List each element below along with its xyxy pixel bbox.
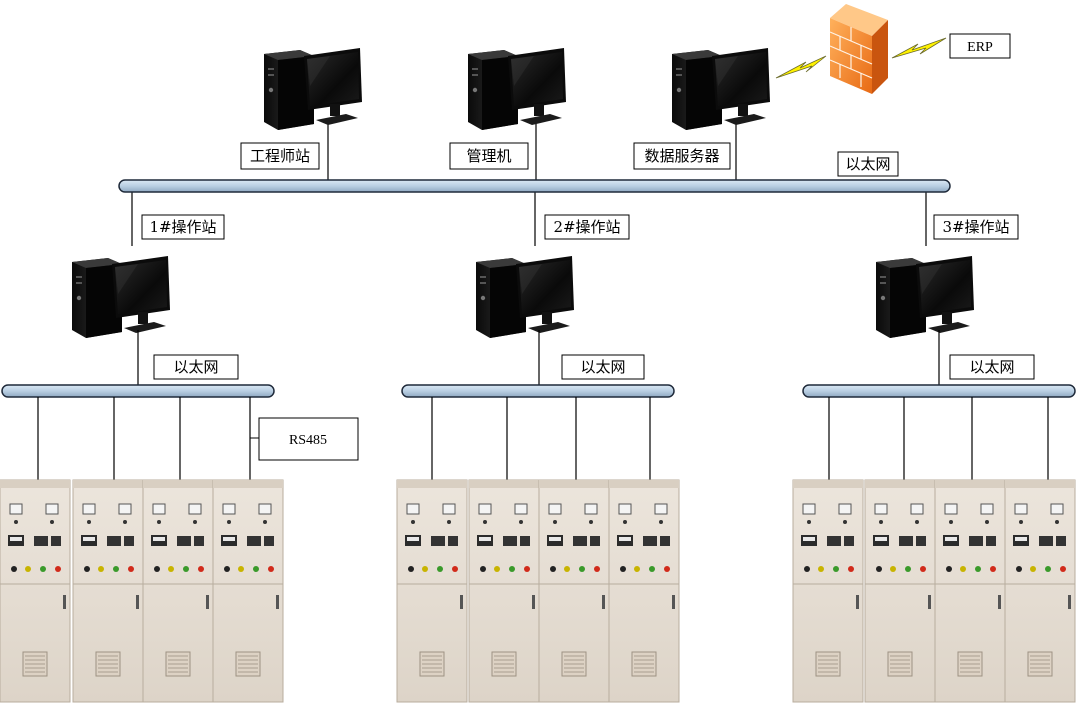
lightning-link-icon: [775, 55, 827, 79]
data-server-computer-icon: [672, 48, 770, 130]
engineer-station-label-box: 工程师站: [240, 142, 320, 170]
lightning-link-icon: [891, 37, 947, 59]
ethernet-bus-2: [401, 384, 675, 398]
erp-box: ERP: [949, 33, 1011, 59]
switchgear-cabinet-icon: [396, 479, 680, 703]
firewall-icon: [829, 4, 888, 94]
ethernet-1-label: 以太网: [173, 358, 218, 376]
manager-computer-icon: [468, 48, 566, 130]
data-server-label: 数据服务器: [644, 147, 719, 165]
op-station-3-computer-icon: [876, 256, 974, 338]
engineer-station-computer-icon: [264, 48, 362, 130]
manager-label: 管理机: [466, 147, 511, 165]
ethernet-top-label: 以太网: [845, 155, 890, 173]
op-station-2-computer-icon: [476, 256, 574, 338]
ethernet-3-label-box: 以太网: [949, 354, 1035, 380]
rs485-label: RS485: [289, 433, 327, 448]
op-station-1-label: 1#操作站: [149, 218, 216, 236]
ethernet-2-label: 以太网: [580, 358, 625, 376]
ethernet-2-label-box: 以太网: [561, 354, 645, 380]
op-station-3-label: 3#操作站: [942, 218, 1009, 236]
ethernet-bus-1: [1, 384, 275, 398]
op-station-3-label-box: 3#操作站: [933, 214, 1019, 240]
ethernet-3-label: 以太网: [969, 358, 1014, 376]
top-ethernet-bus: [118, 179, 951, 193]
manager-label-box: 管理机: [449, 142, 529, 170]
switchgear-cabinet-icon: [792, 479, 1076, 703]
op-station-1-label-box: 1#操作站: [141, 214, 225, 240]
erp-label: ERP: [967, 40, 993, 55]
ethernet-top-label-box: 以太网: [837, 151, 899, 177]
rs485-label-box: RS485: [250, 417, 359, 461]
switchgear-cabinet-icon: [0, 479, 284, 703]
op-station-1-computer-icon: [72, 256, 170, 338]
ethernet-1-label-box: 以太网: [153, 354, 239, 380]
cabinet-drop-lines: [37, 397, 1049, 480]
ethernet-bus-3: [802, 384, 1076, 398]
data-server-label-box: 数据服务器: [633, 142, 731, 170]
top-drop-lines: [131, 120, 927, 246]
engineer-station-label: 工程师站: [250, 147, 310, 165]
op-station-2-label: 2#操作站: [553, 218, 620, 236]
op-station-2-label-box: 2#操作站: [544, 214, 630, 240]
op-drop-lines: [137, 330, 940, 385]
